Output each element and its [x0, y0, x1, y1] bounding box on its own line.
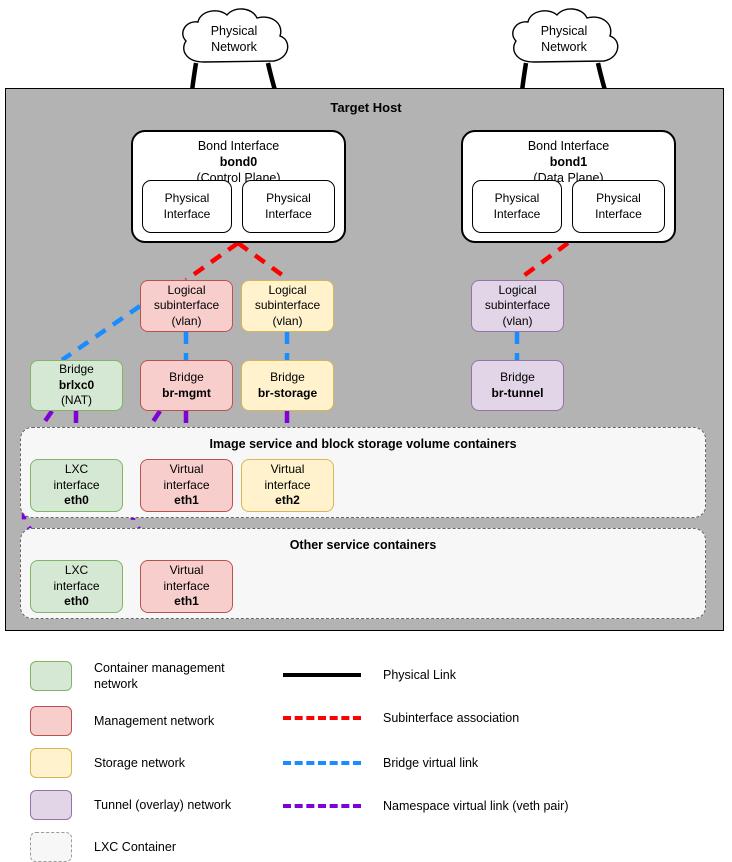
bond1-title: Bond Interface [527, 139, 610, 153]
legend-swatch-storage-network [30, 748, 72, 778]
subif-storage-line2: subinterface [254, 298, 321, 313]
legend-swatch-management-network [30, 706, 72, 736]
bond1-port1-line1: Physical [494, 190, 540, 205]
eth0-image-line1: LXC [64, 462, 89, 477]
legend-line-subinterface-association [283, 716, 361, 721]
bond0-title: Bond Interface [197, 139, 280, 153]
eth2-image-line1: Virtual [270, 462, 305, 477]
eth0-image-line2: interface [53, 477, 100, 492]
legend-row-physical-link: Physical Link [283, 667, 456, 683]
bond0-port1-line2: Interface [163, 206, 211, 221]
br-tunnel-label: Bridge [500, 369, 535, 384]
legend-row-subinterface-association: Subinterface association [283, 710, 519, 726]
bridge-br-mgmt[interactable]: Bridge br-mgmt [140, 360, 233, 411]
lxc-interface-eth0-other[interactable]: LXC interface eth0 [30, 560, 123, 613]
br-mgmt-label: Bridge [169, 369, 204, 384]
lxc-interface-eth0-image[interactable]: LXC interface eth0 [30, 459, 123, 512]
logical-subinterface-storage[interactable]: Logical subinterface (vlan) [241, 280, 334, 332]
legend-row-lxc-container: LXC Container [30, 832, 176, 862]
bridge-brlxc0[interactable]: Bridge brlxc0 (NAT) [30, 360, 123, 411]
bond0-physical-interface-1[interactable]: Physical Interface [142, 180, 232, 233]
legend-label-physical-link: Physical Link [383, 668, 456, 682]
br-storage-id: br-storage [257, 385, 318, 400]
legend-row-bridge-virtual-link: Bridge virtual link [283, 755, 478, 771]
subif-mgmt-line3: (vlan) [171, 313, 202, 328]
subif-tunnel-line2: subinterface [484, 298, 551, 313]
legend-label-container-management-network: Container management network [94, 661, 225, 692]
br-mgmt-id: br-mgmt [162, 385, 211, 400]
subif-storage-line3: (vlan) [272, 313, 303, 328]
legend-row-management-network: Management network [30, 706, 214, 736]
virtual-interface-eth1-image[interactable]: Virtual interface eth1 [140, 459, 233, 512]
legend-row-container-management-network: Container management network [30, 660, 254, 693]
legend-label-tunnel-overlay-network: Tunnel (overlay) network [94, 797, 232, 812]
eth0-image-id: eth0 [64, 493, 89, 508]
logical-subinterface-mgmt[interactable]: Logical subinterface (vlan) [140, 280, 233, 332]
subif-storage-line1: Logical [268, 282, 307, 297]
legend-swatch-lxc-container [30, 832, 72, 862]
bond1-port1-line2: Interface [493, 206, 541, 221]
cloud-physical-network-right: Physical Network [502, 6, 626, 74]
bond0-id: bond0 [219, 155, 258, 169]
eth1-other-line1: Virtual [169, 563, 204, 578]
brlxc0-note: (NAT) [60, 393, 93, 408]
eth0-other-id: eth0 [64, 594, 89, 609]
legend-swatch-tunnel-overlay-network [30, 790, 72, 820]
bond1-physical-interface-1[interactable]: Physical Interface [472, 180, 562, 233]
panel-image-block-title: Image service and block storage volume c… [209, 437, 517, 451]
legend-row-storage-network: Storage network [30, 748, 185, 778]
legend-line-namespace-virtual-link [283, 804, 361, 809]
brlxc0-label: Bridge [59, 362, 94, 377]
bond0-physical-interface-2[interactable]: Physical Interface [242, 180, 335, 233]
brlxc0-id: brlxc0 [58, 377, 95, 392]
subif-mgmt-line2: subinterface [153, 298, 220, 313]
legend-label-subinterface-association: Subinterface association [383, 711, 520, 725]
legend: Container management network Management … [0, 640, 732, 862]
virtual-interface-eth2-image[interactable]: Virtual interface eth2 [241, 459, 334, 512]
br-tunnel-id: br-tunnel [491, 385, 544, 400]
page-title: Target Host [330, 100, 402, 115]
eth1-image-id: eth1 [174, 493, 199, 508]
eth0-other-line1: LXC [64, 563, 89, 578]
legend-line-physical-link [283, 673, 361, 678]
bridge-br-storage[interactable]: Bridge br-storage [241, 360, 334, 411]
eth2-image-line2: interface [264, 477, 311, 492]
eth1-image-line1: Virtual [169, 462, 204, 477]
cloud-physical-network-left: Physical Network [172, 6, 296, 74]
bond0-port2-line2: Interface [265, 206, 312, 221]
eth0-other-line2: interface [53, 578, 100, 593]
legend-label-storage-network: Storage network [94, 755, 186, 770]
legend-swatch-container-management-network [30, 661, 72, 692]
logical-subinterface-tunnel[interactable]: Logical subinterface (vlan) [471, 280, 564, 332]
legend-label-management-network: Management network [94, 713, 215, 728]
legend-label-lxc-container: LXC Container [94, 839, 176, 854]
eth1-other-id: eth1 [174, 594, 199, 609]
legend-label-bridge-virtual-link: Bridge virtual link [383, 756, 479, 770]
panel-other-title: Other service containers [289, 538, 437, 552]
eth1-image-line2: interface [163, 477, 210, 492]
bridge-br-tunnel[interactable]: Bridge br-tunnel [471, 360, 564, 411]
virtual-interface-eth1-other[interactable]: Virtual interface eth1 [140, 560, 233, 613]
legend-row-tunnel-overlay-network: Tunnel (overlay) network [30, 790, 231, 820]
subif-tunnel-line1: Logical [498, 282, 537, 297]
bond0-port2-line1: Physical [266, 190, 311, 205]
legend-line-bridge-virtual-link [283, 761, 361, 766]
eth1-other-line2: interface [163, 578, 210, 593]
subif-tunnel-line3: (vlan) [502, 313, 533, 328]
bond1-port2-line1: Physical [596, 190, 641, 205]
bond1-id: bond1 [549, 155, 588, 169]
eth2-image-id: eth2 [275, 493, 300, 508]
subif-mgmt-line1: Logical [167, 282, 206, 297]
legend-row-namespace-virtual-link: Namespace virtual link (veth pair) [283, 798, 569, 814]
bond1-port2-line2: Interface [595, 206, 642, 221]
bond1-physical-interface-2[interactable]: Physical Interface [572, 180, 665, 233]
legend-label-namespace-virtual-link: Namespace virtual link (veth pair) [383, 799, 569, 813]
br-storage-label: Bridge [270, 369, 305, 384]
bond0-port1-line1: Physical [164, 190, 210, 205]
